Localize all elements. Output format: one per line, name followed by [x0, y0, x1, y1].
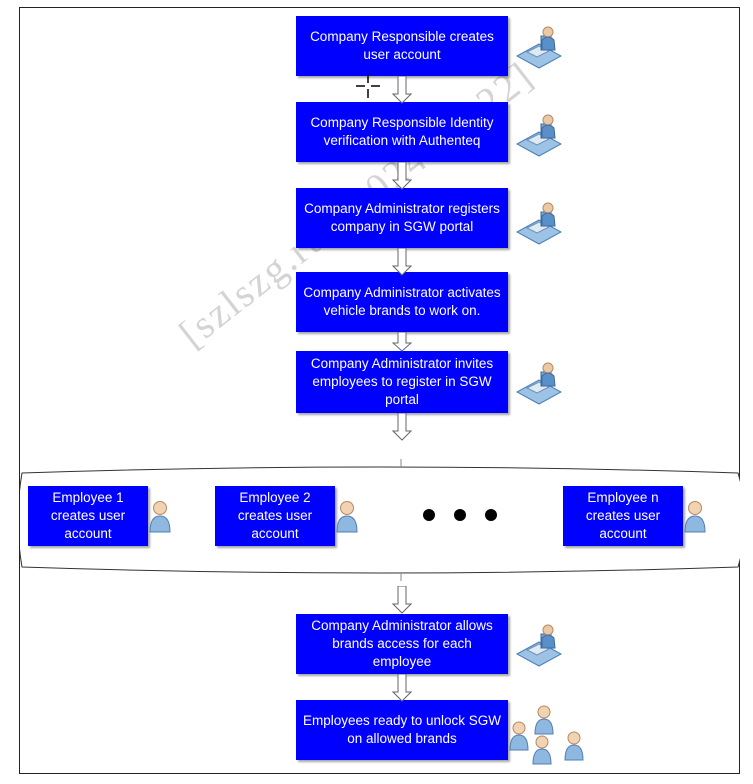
step-invite-employees: Company Administrator invites employees … [296, 351, 508, 413]
down-arrow-icon [392, 248, 412, 276]
ellipsis-dot [454, 509, 466, 521]
down-arrow-icon [392, 586, 412, 614]
admin-workstation-icon [515, 362, 563, 405]
employee-1-box: Employee 1 creates user account [28, 486, 148, 546]
employee-n-box: Employee n creates user account [563, 486, 683, 546]
admin-workstation-icon [515, 114, 563, 157]
crosshair-cursor-icon [356, 74, 380, 98]
diagram-frame [19, 7, 740, 774]
down-arrow-icon [392, 674, 412, 702]
ellipsis-dot [423, 509, 435, 521]
admin-workstation-icon [515, 26, 563, 69]
user-icon [684, 501, 706, 533]
step-identity-verification: Company Responsible Identity verificatio… [296, 102, 508, 162]
down-arrow-icon [392, 76, 412, 104]
employee-band [20, 459, 740, 581]
step-create-account: Company Responsible creates user account [296, 16, 508, 76]
step-activate-brands: Company Administrator activates vehicle … [296, 272, 508, 332]
user-icon [149, 501, 171, 533]
down-arrow-icon [392, 332, 412, 352]
down-arrow-icon [392, 413, 412, 441]
step-allow-brands-access: Company Administrator allows brands acce… [296, 614, 508, 674]
admin-workstation-icon [515, 624, 563, 667]
user-icon [336, 501, 358, 533]
user-group-icon [509, 705, 584, 765]
ellipsis-dot [485, 509, 497, 521]
admin-workstation-icon [515, 202, 563, 245]
employee-2-box: Employee 2 creates user account [215, 486, 335, 546]
step-register-company: Company Administrator registers company … [296, 188, 508, 248]
step-employees-ready: Employees ready to unlock SGW on allowed… [296, 700, 508, 760]
down-arrow-icon [392, 162, 412, 190]
